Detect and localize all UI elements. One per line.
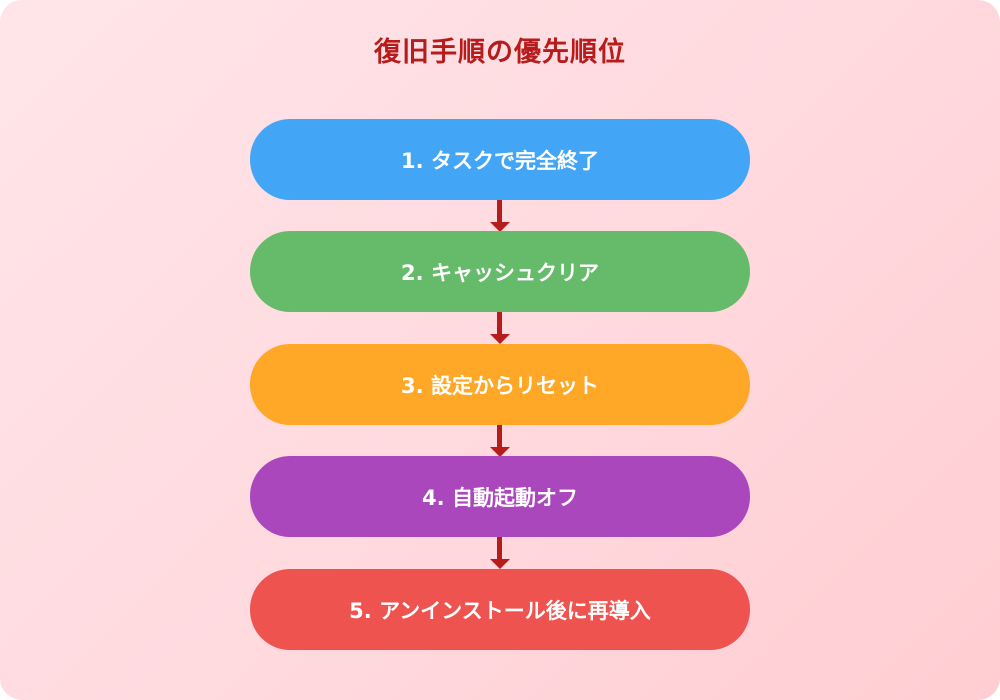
- step-2-label: 2. キャッシュクリア: [401, 260, 599, 285]
- arrow-down-icon: [490, 537, 510, 569]
- step-2-box: 2. キャッシュクリア: [250, 231, 750, 312]
- step-1-label: 1. タスクで完全終了: [401, 148, 599, 173]
- step-3-label: 3. 設定からリセット: [401, 373, 599, 398]
- diagram-title: 復旧手順の優先順位: [374, 37, 626, 68]
- arrow-down-icon: [490, 200, 510, 232]
- step-5-label: 5. アンインストール後に再導入: [349, 598, 651, 623]
- arrow-down-icon: [490, 312, 510, 344]
- step-3-box: 3. 設定からリセット: [250, 344, 750, 425]
- step-4-label: 4. 自動起動オフ: [422, 485, 578, 510]
- step-5-box: 5. アンインストール後に再導入: [250, 569, 750, 650]
- step-4-box: 4. 自動起動オフ: [250, 456, 750, 537]
- step-1-box: 1. タスクで完全終了: [250, 119, 750, 200]
- arrow-down-icon: [490, 425, 510, 457]
